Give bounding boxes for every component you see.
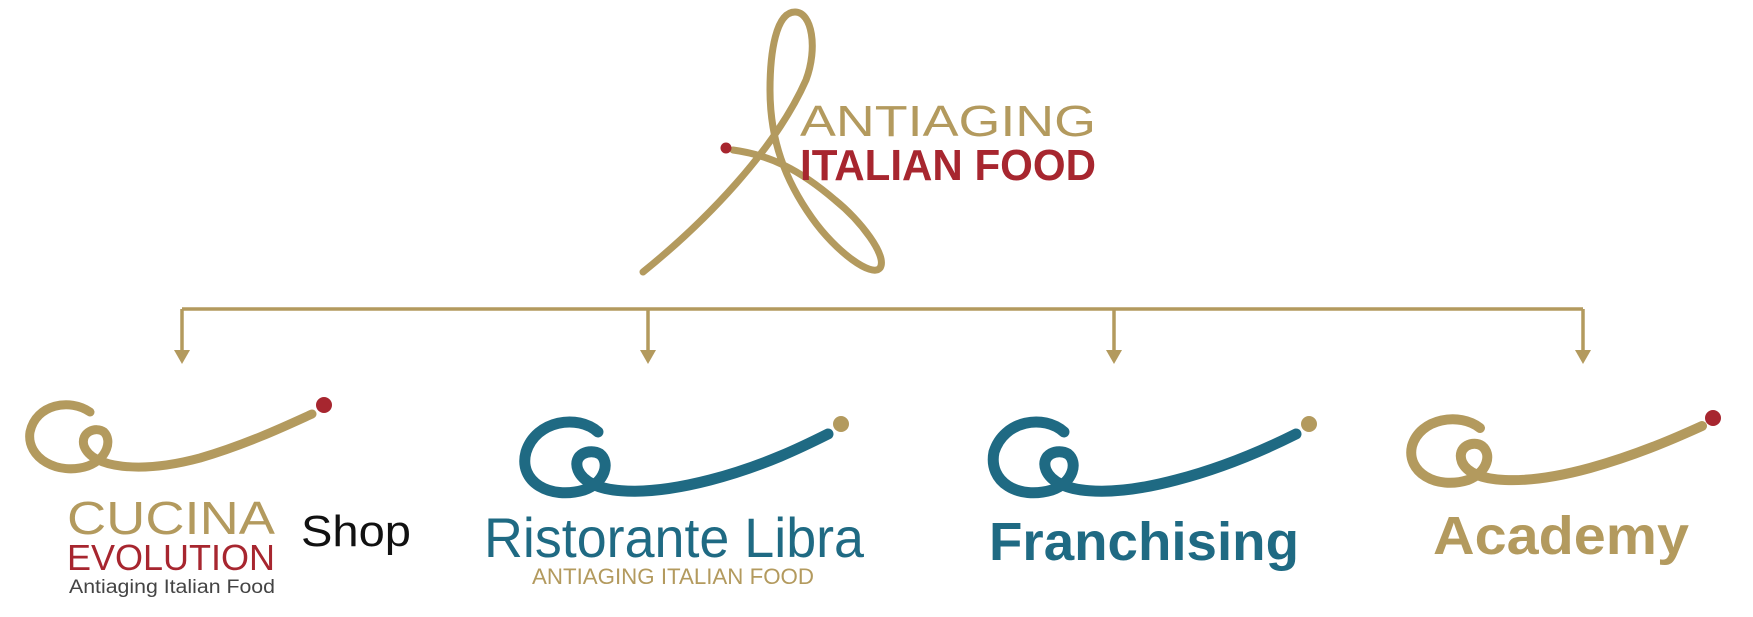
ristorante-brand: Ristorante Libra [484, 506, 865, 569]
child-ristorante: Ristorante Libra ANTIAGING ITALIAN FOOD [484, 416, 865, 589]
academy-brand: Academy [1433, 506, 1689, 566]
root-logo-dot-icon [720, 142, 732, 154]
ce-swirl-icon [519, 416, 834, 499]
shop-brand-line1: CUCINA [67, 492, 275, 544]
child-academy: Academy [1406, 410, 1721, 566]
shop-suffix: Shop [301, 507, 411, 556]
ristorante-tagline: ANTIAGING ITALIAN FOOD [532, 564, 814, 589]
root-logo-line2: ITALIAN FOOD [800, 141, 1096, 190]
arrowhead-shop-icon [174, 350, 190, 364]
child-franchising: Franchising [987, 416, 1317, 572]
arrowhead-ristorante-icon [640, 350, 656, 364]
franchising-brand: Franchising [989, 512, 1299, 572]
child-shop: CUCINA EVOLUTION Antiaging Italian Food … [25, 397, 411, 598]
ce-dot-icon [1301, 416, 1317, 432]
root-logo: ANTIAGING ITALIAN FOOD [639, 8, 1096, 276]
arrowhead-academy-icon [1575, 350, 1591, 364]
ce-swirl-icon [987, 416, 1302, 499]
ce-dot-icon [316, 397, 332, 413]
shop-brand-line2: EVOLUTION [67, 537, 275, 578]
root-logo-swirl-icon [639, 8, 885, 276]
ce-dot-icon [833, 416, 849, 432]
shop-tagline: Antiaging Italian Food [69, 577, 275, 598]
ce-swirl-icon [25, 400, 317, 474]
ce-swirl-icon [1406, 414, 1707, 488]
arrowhead-franchising-icon [1106, 350, 1122, 364]
connectors [174, 307, 1591, 364]
root-logo-line1: ANTIAGING [800, 97, 1096, 146]
ce-dot-icon [1705, 410, 1721, 426]
